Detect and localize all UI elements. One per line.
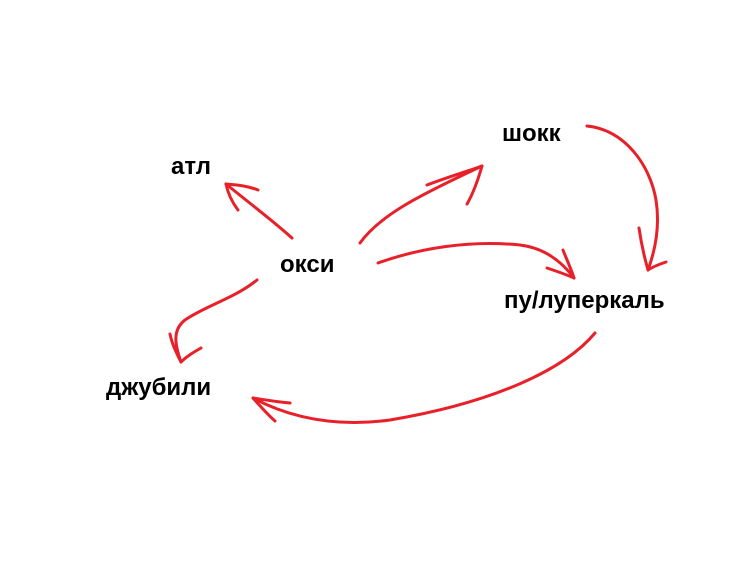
arrow-shokk-to-pu-luperkal: [585, 124, 668, 272]
arrow-oksi-to-dzhubili: [168, 278, 259, 364]
node-shokk: шокк: [502, 120, 561, 147]
node-oksi: окси: [280, 251, 335, 278]
node-dzhubili: джубили: [106, 374, 212, 401]
arrow-oksi-to-atl: [224, 182, 294, 240]
arrow-oksi-to-shokk: [358, 164, 484, 245]
node-pu-luperkal: пу/луперкаль: [504, 287, 665, 314]
node-atl: атл: [171, 153, 212, 180]
arrow-pu-luperkal-to-dzhubili: [251, 331, 597, 424]
arrow-oksi-to-pu-luperkal: [376, 242, 576, 280]
